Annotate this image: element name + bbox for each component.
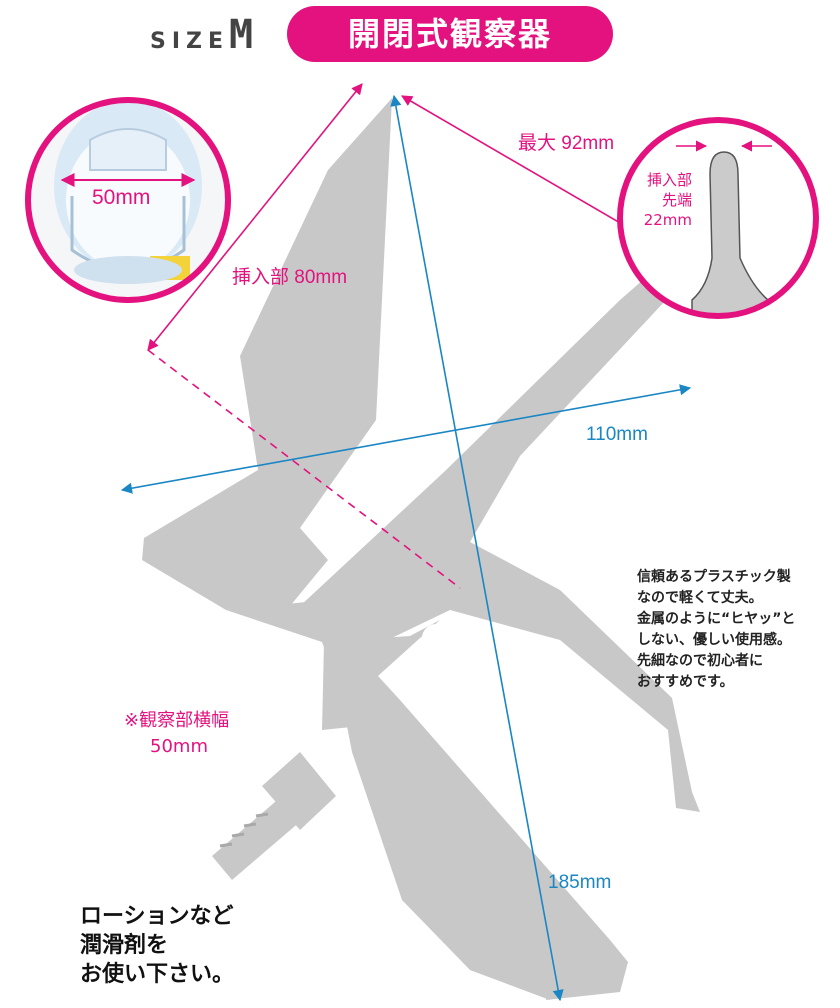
lubricant-note: ローションなど 潤滑剤を お使い下さい。 bbox=[80, 902, 234, 989]
observation-line1: ※観察部横幅 bbox=[124, 710, 230, 731]
lubricant-line3: お使い下さい。 bbox=[80, 962, 235, 987]
device-silhouette bbox=[142, 98, 700, 1000]
max-opening-label: 最大 92mm bbox=[518, 133, 615, 154]
adjust-screw bbox=[212, 752, 336, 880]
tip-line1: 挿入部 bbox=[646, 171, 692, 189]
lubricant-line2: 潤滑剤を bbox=[80, 933, 169, 958]
size-prefix: SIZE bbox=[150, 29, 230, 54]
opening-width-label: 50mm bbox=[92, 186, 151, 209]
insert-length-label: 挿入部 80mm bbox=[232, 267, 348, 288]
insert-length-line bbox=[147, 83, 363, 351]
description-line1: 信頼あるプラスチック製 bbox=[637, 569, 791, 585]
page-title: 開閉式観察器 bbox=[287, 6, 613, 62]
description-line5: 先細なので初心者に bbox=[637, 653, 763, 669]
size-letter: M bbox=[229, 12, 254, 58]
lower-blade bbox=[300, 258, 700, 812]
hinge-hole bbox=[422, 624, 450, 652]
product-description: 信頼あるプラスチック製 なので軽くて丈夫。 金属のように“ヒヤッ”と しない、優… bbox=[637, 567, 837, 693]
description-line6: おすすめです。 bbox=[637, 674, 734, 690]
description-line2: なので軽くて丈夫。 bbox=[637, 590, 763, 606]
observation-line2: 50mm bbox=[150, 736, 208, 757]
size-label: SIZEM bbox=[150, 12, 253, 58]
span-110-label: 110mm bbox=[586, 424, 648, 445]
tip-callout: 挿入部 先端 22mm bbox=[626, 170, 692, 230]
observation-note: ※観察部横幅 50mm bbox=[124, 708, 229, 760]
tip-inset bbox=[617, 117, 819, 319]
description-line3: 金属のように“ヒヤッ”と bbox=[637, 611, 796, 627]
description-line4: しない、優しい使用感。 bbox=[637, 632, 791, 648]
length-185-line bbox=[390, 94, 564, 1002]
tip-line2: 先端 bbox=[661, 191, 692, 209]
tip-line3: 22mm bbox=[643, 211, 692, 229]
lubricant-line1: ローションなど bbox=[80, 904, 234, 929]
span-185-label: 185mm bbox=[548, 872, 612, 893]
opening-inset bbox=[25, 97, 231, 303]
